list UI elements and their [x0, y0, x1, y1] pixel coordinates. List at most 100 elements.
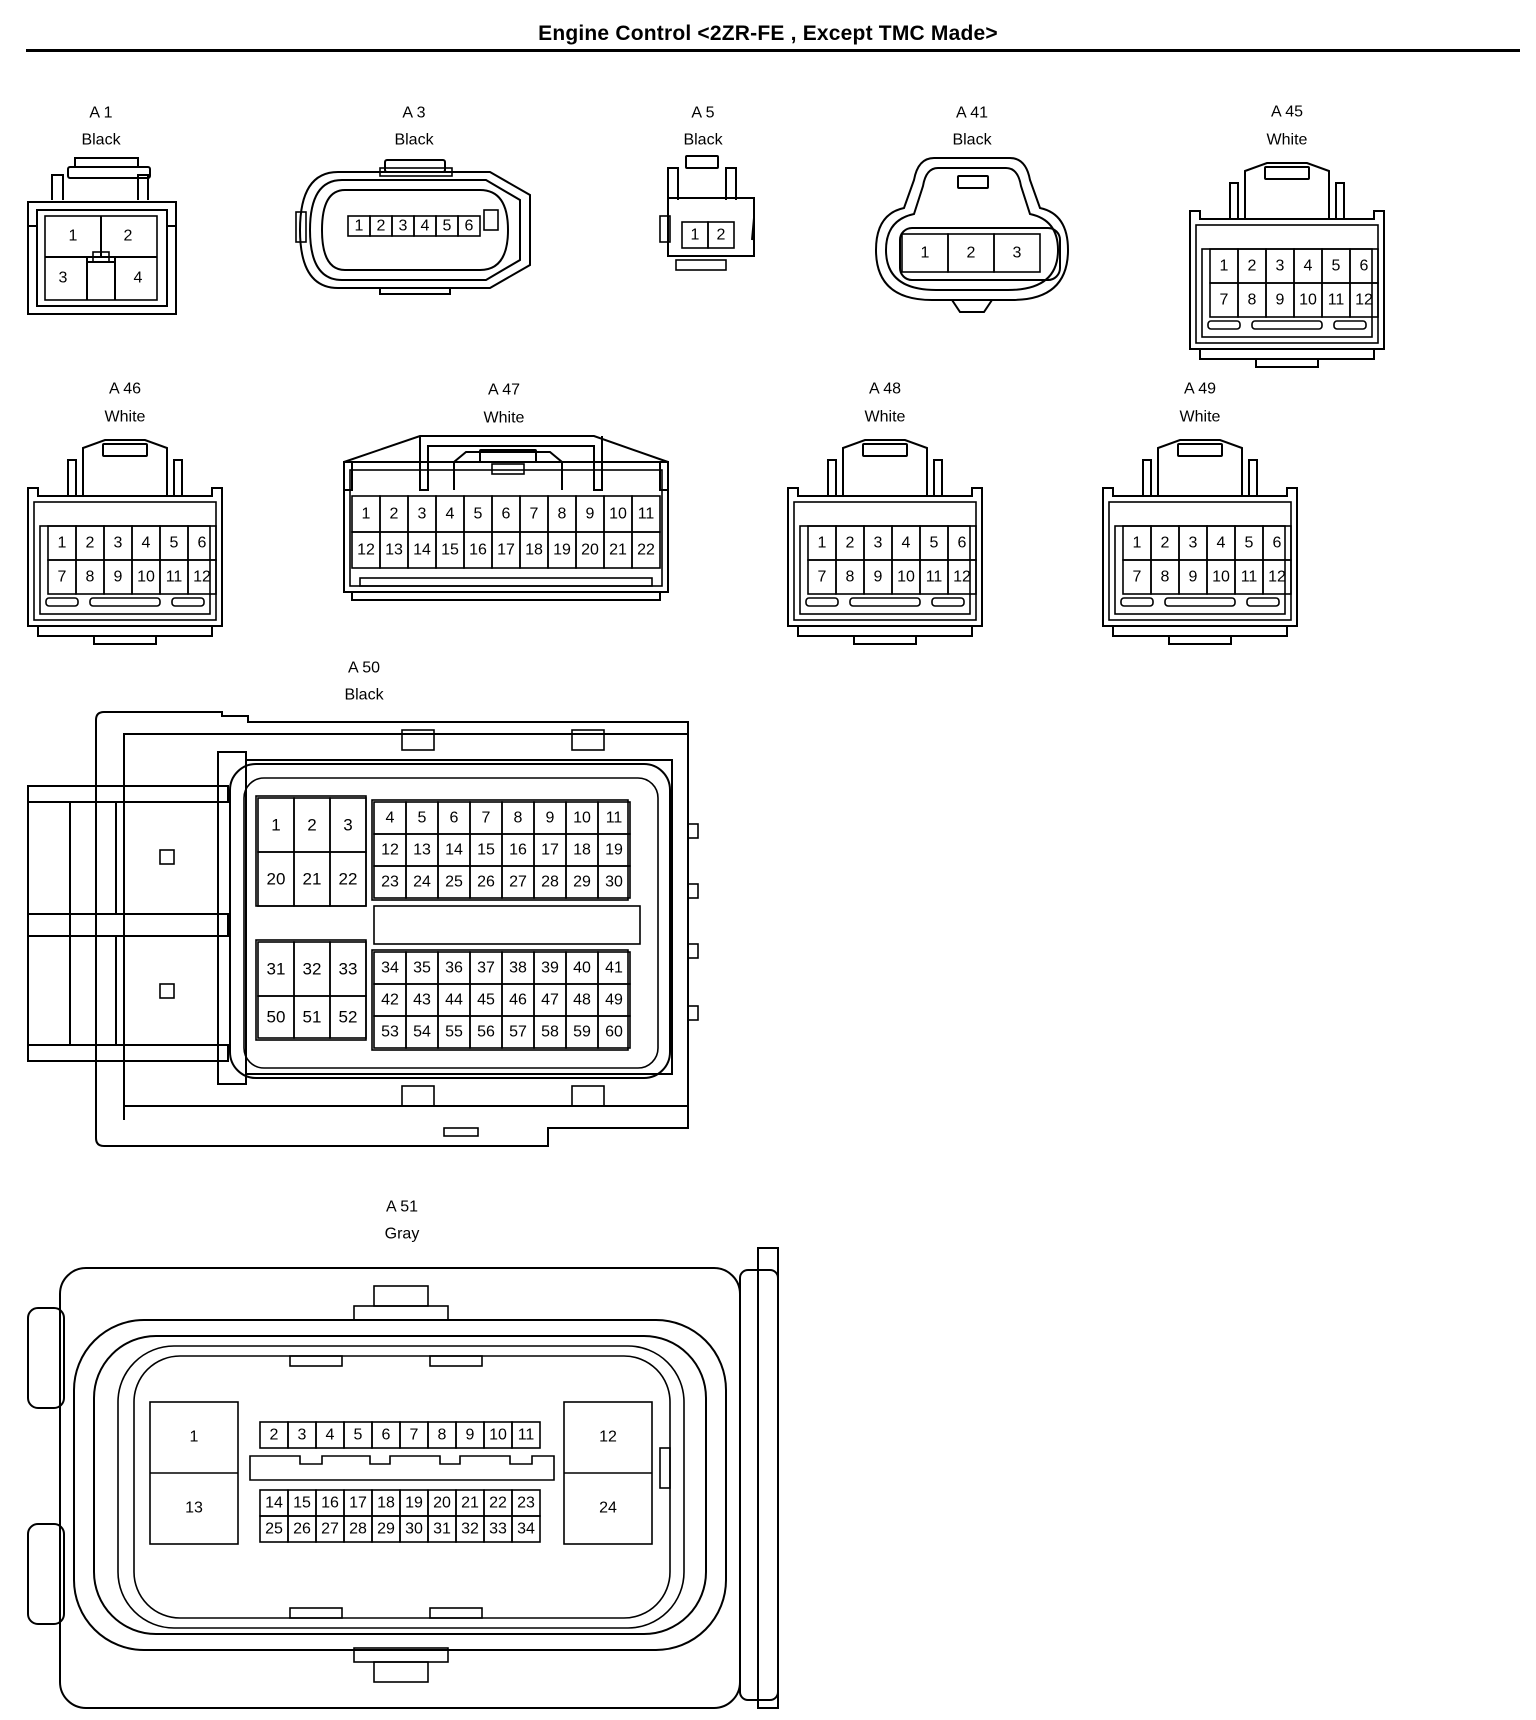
pin-46: 46 — [509, 992, 527, 1009]
pin-13: 13 — [185, 1500, 203, 1517]
pin-19: 19 — [605, 842, 623, 859]
pin-22: 22 — [637, 542, 655, 559]
connector-id: A 41 — [956, 105, 988, 122]
pin-7: 7 — [1133, 569, 1142, 586]
pin-34: 34 — [517, 1521, 535, 1538]
pin-22: 22 — [339, 870, 358, 889]
pin-23: 23 — [381, 874, 399, 891]
pin-48: 48 — [573, 992, 591, 1009]
pin-47: 47 — [541, 992, 559, 1009]
pin-55: 55 — [445, 1024, 463, 1041]
pin-8: 8 — [846, 569, 855, 586]
pin-2: 2 — [86, 535, 95, 552]
pin-8: 8 — [86, 569, 95, 586]
pin-16: 16 — [469, 542, 487, 559]
pin-1: 1 — [921, 245, 930, 262]
pin-3: 3 — [1276, 258, 1285, 275]
pin-11: 11 — [638, 506, 655, 523]
pin-8: 8 — [438, 1427, 447, 1444]
pin-1: 1 — [818, 535, 827, 552]
pin-3: 3 — [114, 535, 123, 552]
pin-24: 24 — [599, 1500, 617, 1517]
pin-38: 38 — [509, 960, 527, 977]
connector-color: Black — [394, 132, 434, 149]
pin-16: 16 — [321, 1495, 339, 1512]
pin-19: 19 — [553, 542, 571, 559]
pin-21: 21 — [461, 1495, 479, 1512]
pin-3: 3 — [1013, 245, 1022, 262]
pin-12: 12 — [357, 542, 375, 559]
pin-5: 5 — [170, 535, 179, 552]
connector-color: White — [1267, 132, 1308, 149]
pin-11: 11 — [1241, 569, 1258, 586]
connector-color: White — [1180, 409, 1221, 426]
pin-43: 43 — [413, 992, 431, 1009]
connector-id: A 51 — [386, 1199, 418, 1216]
pin-30: 30 — [405, 1521, 423, 1538]
pin-8: 8 — [558, 506, 567, 523]
pin-60: 60 — [605, 1024, 623, 1041]
pin-24: 24 — [413, 874, 431, 891]
pin-59: 59 — [573, 1024, 591, 1041]
pin-18: 18 — [573, 842, 591, 859]
pin-8: 8 — [1248, 292, 1257, 309]
pin-2: 2 — [846, 535, 855, 552]
pin-25: 25 — [445, 874, 463, 891]
pin-41: 41 — [605, 960, 623, 977]
pin-4: 4 — [1217, 535, 1226, 552]
pin-14: 14 — [445, 842, 463, 859]
pin-35: 35 — [413, 960, 431, 977]
pin-1: 1 — [362, 506, 371, 523]
pin-6: 6 — [502, 506, 511, 523]
pin-7: 7 — [1220, 292, 1229, 309]
pin-3: 3 — [418, 506, 427, 523]
pin-3: 3 — [399, 218, 408, 235]
connector-id: A 3 — [402, 105, 425, 122]
pin-6: 6 — [958, 535, 967, 552]
pin-32: 32 — [303, 960, 322, 979]
pin-21: 21 — [609, 542, 627, 559]
pin-1: 1 — [1220, 258, 1229, 275]
pin-10: 10 — [137, 569, 155, 586]
pin-6: 6 — [450, 810, 459, 827]
pin-10: 10 — [573, 810, 591, 827]
pin-13: 13 — [385, 542, 403, 559]
connector-color: Black — [81, 132, 121, 149]
pin-2: 2 — [1248, 258, 1257, 275]
pin-30: 30 — [605, 874, 623, 891]
pin-5: 5 — [1332, 258, 1341, 275]
connector-color: White — [105, 409, 146, 426]
pin-9: 9 — [586, 506, 595, 523]
connector-color: Black — [952, 132, 992, 149]
pin-10: 10 — [1299, 292, 1317, 309]
connector-color: Black — [344, 687, 384, 704]
title-rule — [26, 49, 1520, 52]
pin-2: 2 — [717, 227, 726, 244]
pin-27: 27 — [321, 1521, 339, 1538]
connector-color: White — [484, 410, 525, 427]
pin-2: 2 — [124, 228, 133, 245]
page-title: Engine Control <2ZR-FE , Except TMC Made… — [538, 22, 998, 45]
pin-19: 19 — [405, 1495, 423, 1512]
pin-28: 28 — [349, 1521, 367, 1538]
pin-4: 4 — [902, 535, 911, 552]
pin-4: 4 — [142, 535, 151, 552]
pin-3: 3 — [298, 1427, 307, 1444]
pin-7: 7 — [482, 810, 491, 827]
pin-1: 1 — [355, 218, 364, 235]
pin-40: 40 — [573, 960, 591, 977]
pin-29: 29 — [377, 1521, 395, 1538]
pin-3: 3 — [343, 816, 352, 835]
pin-9: 9 — [546, 810, 555, 827]
pin-49: 49 — [605, 992, 623, 1009]
pin-10: 10 — [1212, 569, 1230, 586]
